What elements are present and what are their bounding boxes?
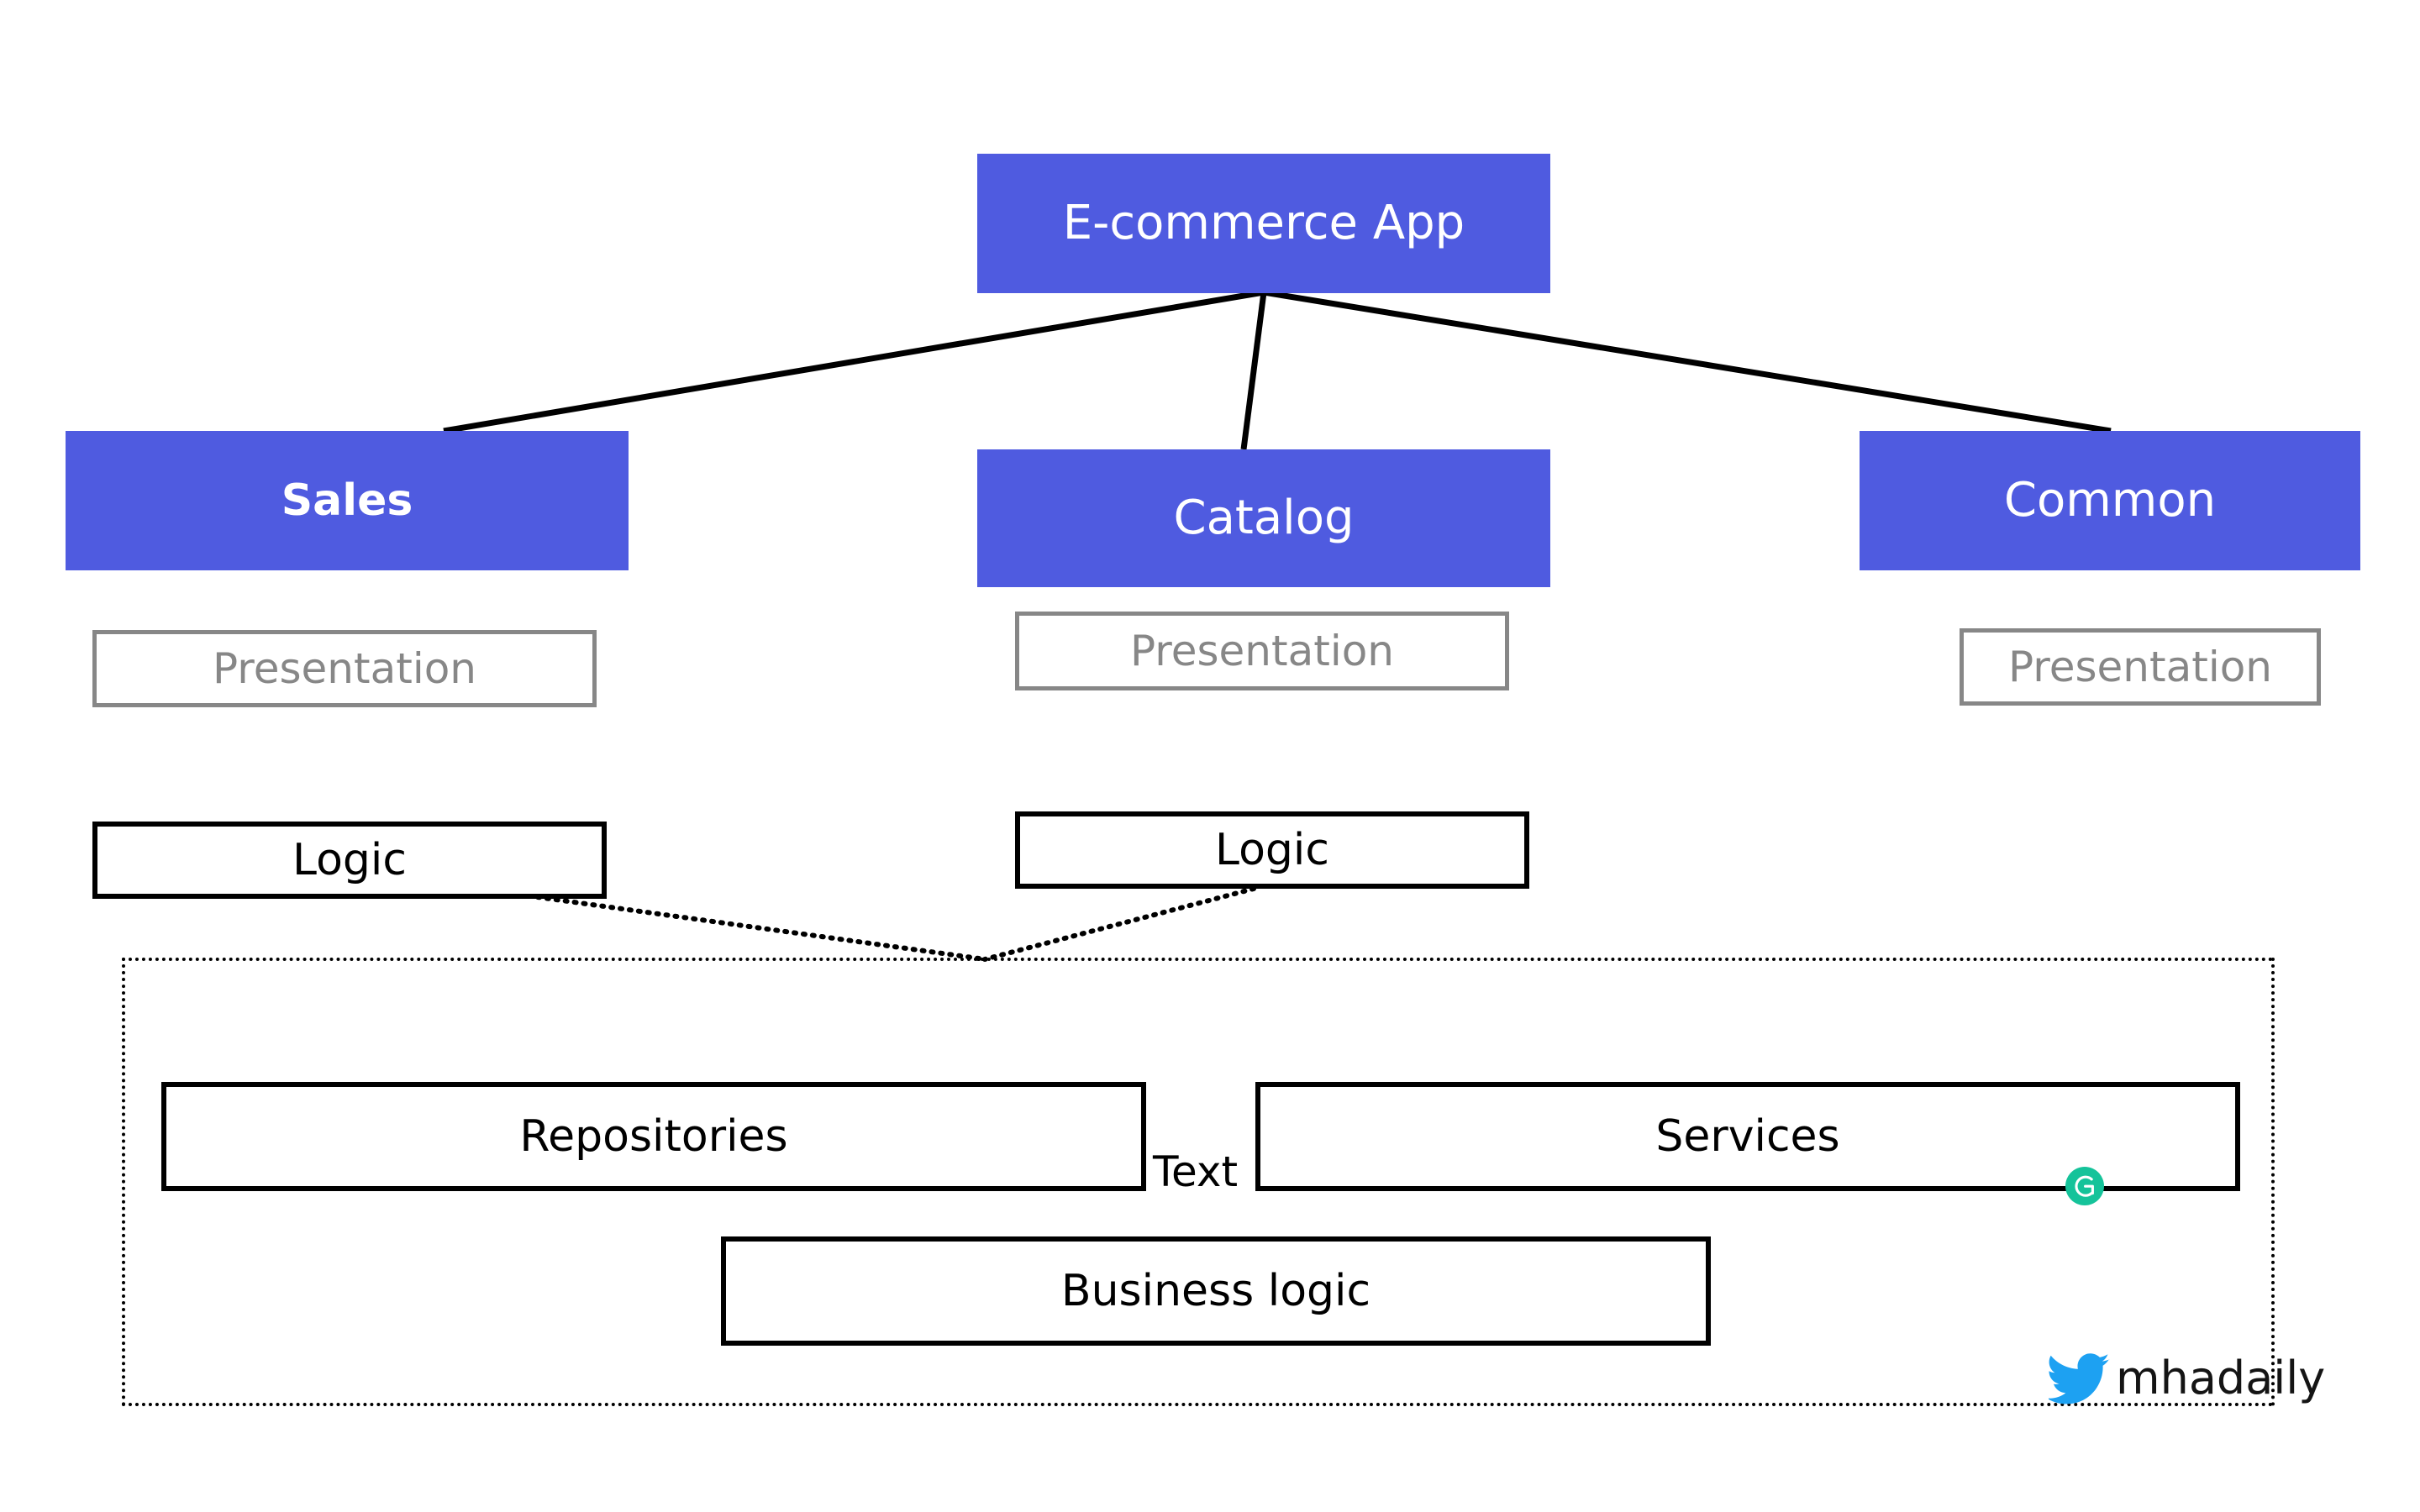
twitter-credit[interactable]: mhadaily (2049, 1352, 2325, 1404)
layer-label: Repositories (519, 1110, 788, 1162)
layer-label: Logic (292, 834, 407, 885)
module-box-catalog[interactable]: Catalog (977, 449, 1550, 587)
layer-label: Presentation (212, 643, 476, 693)
layer-box-business-logic[interactable]: Business logic (721, 1236, 1711, 1346)
layer-label: Services (1655, 1110, 1840, 1162)
module-label: Catalog (1173, 490, 1355, 545)
twitter-bird-icon (2049, 1352, 2111, 1404)
edge-root-to-sales (443, 289, 1265, 434)
stray-text-label: Text (1153, 1147, 1239, 1196)
twitter-handle: mhadaily (2116, 1352, 2326, 1404)
layer-label: Logic (1215, 824, 1329, 875)
module-label: Common (2003, 472, 2217, 528)
layer-box-repositories[interactable]: Repositories (161, 1082, 1146, 1191)
module-label: Sales (281, 475, 413, 526)
layer-box-presentation-sales[interactable]: Presentation (92, 630, 597, 707)
shared-layer-container (122, 958, 2275, 1406)
layer-box-logic-catalog[interactable]: Logic (1015, 811, 1529, 889)
edge-root-to-common (1263, 289, 2112, 434)
grammarly-g-icon[interactable] (2065, 1167, 2104, 1205)
layer-box-logic-sales[interactable]: Logic (92, 822, 607, 899)
module-label: E-commerce App (1062, 195, 1465, 250)
edge-catalog-logic-to-shared (982, 886, 1256, 962)
layer-box-presentation-catalog[interactable]: Presentation (1015, 612, 1509, 690)
edge-sales-logic-to-shared (535, 895, 987, 962)
module-box-common[interactable]: Common (1860, 431, 2360, 570)
layer-label: Business logic (1060, 1265, 1371, 1316)
layer-label: Presentation (1129, 626, 1394, 675)
module-box-sales[interactable]: Sales (66, 431, 629, 570)
layer-box-presentation-common[interactable]: Presentation (1960, 628, 2321, 706)
module-box-ecommerce-app[interactable]: E-commerce App (977, 154, 1550, 293)
edge-root-to-catalog (1240, 291, 1267, 450)
layer-label: Presentation (2007, 642, 2272, 691)
